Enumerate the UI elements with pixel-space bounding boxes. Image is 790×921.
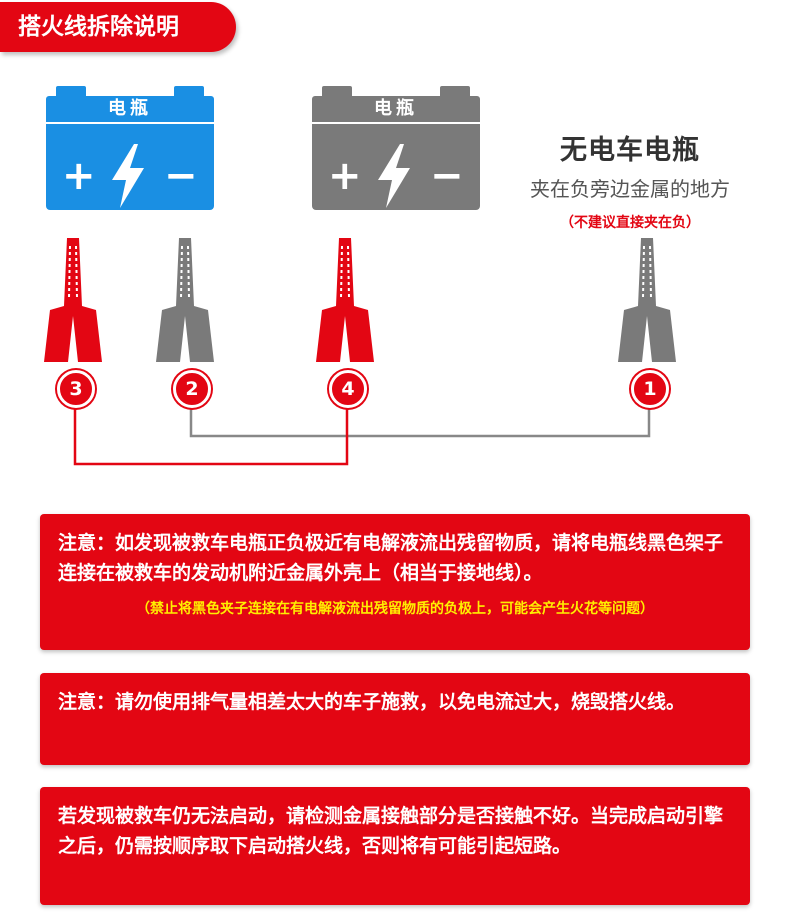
battery-label: 电瓶 (312, 96, 480, 122)
lightning-icon (112, 144, 144, 208)
clamp-red-icon (44, 238, 102, 362)
no-battery-info: 无电车电瓶 夹在负旁边金属的地方 （不建议直接夹在负） (500, 128, 760, 232)
note-box-1: 注意：如发现被救车电瓶正负极近有电解液流出残留物质，请将电瓶线黑色架子连接在被救… (40, 514, 750, 650)
note-text: 注意：请勿使用排气量相差太大的车子施救，以免电流过大，烧毁搭火线。 (58, 691, 686, 713)
battery-gray: 电瓶 + − (312, 86, 480, 210)
step-number: 2 (173, 370, 211, 408)
clamp-gray-icon (618, 238, 676, 362)
note-text: 注意：如发现被救车电瓶正负极近有电解液流出残留物质，请将电瓶线黑色架子连接在被救… (58, 532, 724, 584)
connection-wires (73, 408, 651, 466)
step-number: 4 (329, 370, 367, 408)
note-box-2: 注意：请勿使用排气量相差太大的车子施救，以免电流过大，烧毁搭火线。 (40, 673, 750, 765)
note-subtext: （禁止将黑色夹子连接在有电解液流出残留物质的负极上，可能会产生火花等问题） (136, 601, 654, 617)
battery-blue: 电瓶 + − (46, 86, 214, 210)
clamp-gray-icon (156, 238, 214, 362)
no-battery-line: 夹在负旁边金属的地方 (530, 177, 730, 201)
note-text: 若发现被救车仍无法启动，请检测金属接触部分是否接触不好。当完成启动引擎之后，仍需… (58, 805, 724, 857)
step-number: 1 (631, 370, 669, 408)
no-battery-heading: 无电车电瓶 (560, 135, 700, 166)
plus-symbol: + (328, 153, 362, 199)
note-box-3: 若发现被救车仍无法启动，请检测金属接触部分是否接触不好。当完成启动引擎之后，仍需… (40, 787, 750, 905)
step-number: 3 (57, 370, 95, 408)
minus-symbol: − (430, 153, 464, 199)
battery-label: 电瓶 (46, 96, 214, 122)
clamp-red-icon (316, 238, 374, 362)
no-battery-warning: （不建议直接夹在负） (560, 215, 700, 231)
page-title: 搭火线拆除说明 (0, 2, 236, 52)
lightning-icon (378, 144, 410, 208)
plus-symbol: + (62, 153, 96, 199)
minus-symbol: − (164, 153, 198, 199)
